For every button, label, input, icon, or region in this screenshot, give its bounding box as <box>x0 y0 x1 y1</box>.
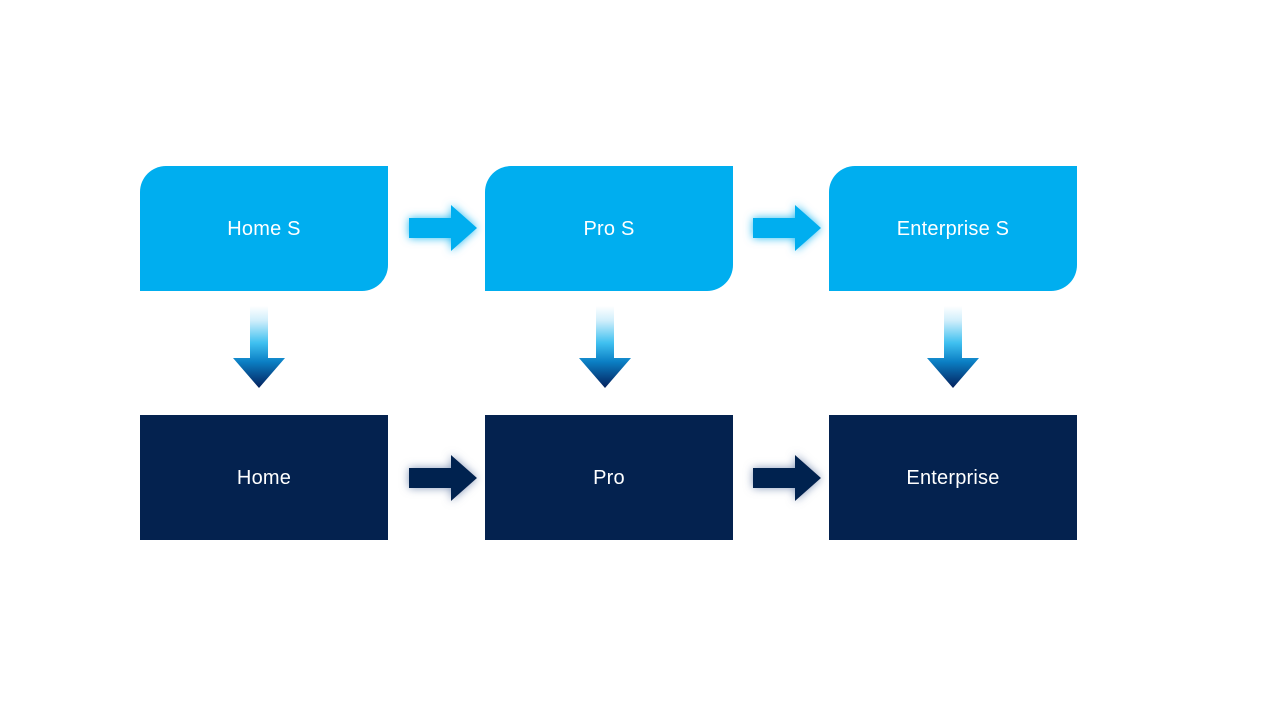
node-enterprise-s[interactable]: Enterprise S <box>829 166 1077 291</box>
arrow-down-icon <box>927 306 979 388</box>
arrow-down-icon <box>233 306 285 388</box>
node-home-s[interactable]: Home S <box>140 166 388 291</box>
connector-pro-s-to-enterprise-s <box>751 200 823 256</box>
node-home[interactable]: Home <box>140 415 388 540</box>
connector-pro-s-to-pro <box>577 306 633 390</box>
connector-pro-to-enterprise <box>751 450 823 506</box>
node-enterprise[interactable]: Enterprise <box>829 415 1077 540</box>
node-label: Home S <box>227 217 301 240</box>
node-label: Enterprise S <box>896 217 1010 240</box>
node-label: Enterprise <box>906 466 1000 489</box>
arrow-right-icon <box>409 205 477 251</box>
connector-home-s-to-home <box>231 306 287 390</box>
arrow-right-icon <box>409 455 477 501</box>
connector-home-s-to-pro-s <box>407 200 479 256</box>
connector-home-to-pro <box>407 450 479 506</box>
connector-enterprise-s-to-enterprise <box>925 306 981 390</box>
node-label: Pro S <box>583 217 635 240</box>
node-label: Home <box>236 466 292 489</box>
arrow-down-icon <box>579 306 631 388</box>
arrow-right-icon <box>753 205 821 251</box>
node-label: Pro <box>593 466 625 489</box>
node-pro-s[interactable]: Pro S <box>485 166 733 291</box>
arrow-right-icon <box>753 455 821 501</box>
node-pro[interactable]: Pro <box>485 415 733 540</box>
